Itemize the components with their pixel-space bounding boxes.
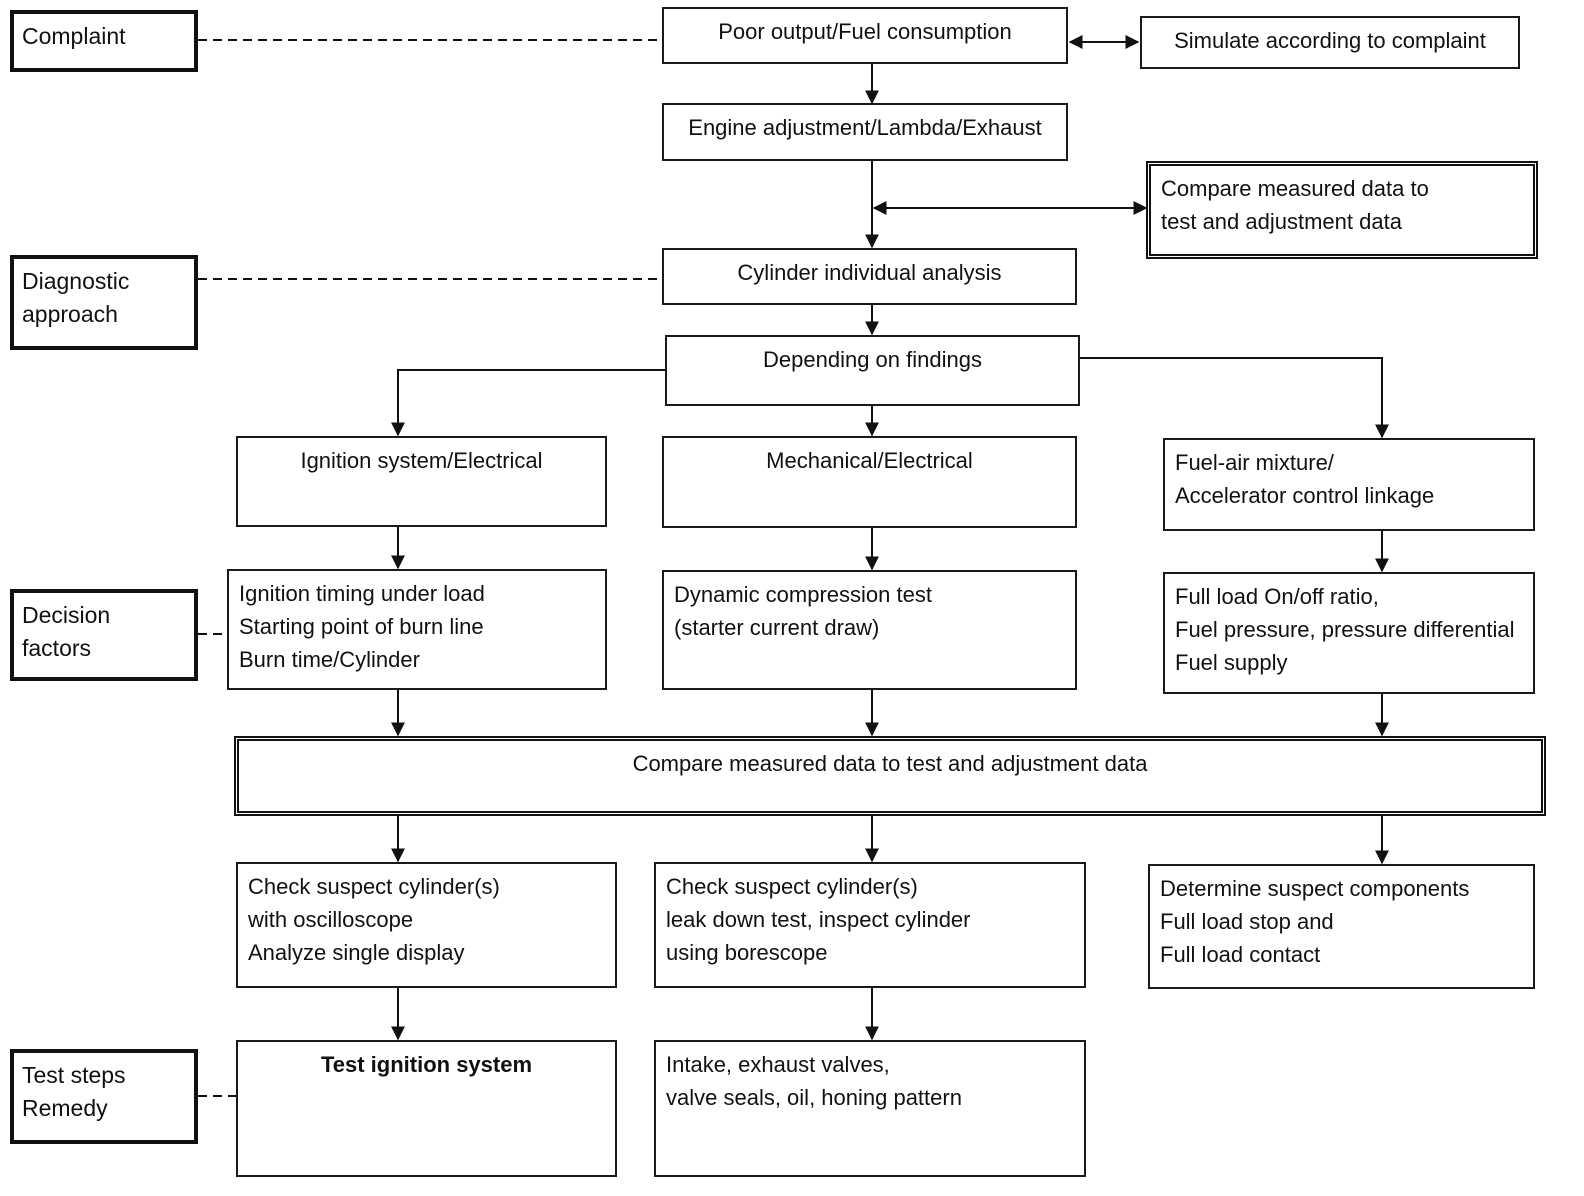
box-determine-components: Determine suspect components Full load s…	[1148, 864, 1535, 989]
box-fuel-air-mixture: Fuel-air mixture/ Accelerator control li…	[1163, 438, 1535, 531]
box-line: Full load contact	[1160, 942, 1321, 967]
label-line: Complaint	[22, 23, 126, 49]
box-line: Starting point of burn line	[239, 614, 484, 639]
box-line: Ignition timing under load	[239, 581, 485, 606]
box-depending-findings: Depending on findings	[665, 335, 1080, 406]
box-line: Dynamic compression test	[674, 582, 932, 607]
label-line: Remedy	[22, 1095, 108, 1121]
box-line: using borescope	[666, 940, 828, 965]
box-poor-output: Poor output/Fuel consumption	[662, 7, 1068, 64]
box-simulate-complaint: Simulate according to complaint	[1140, 16, 1520, 69]
label-diagnostic-approach: Diagnostic approach	[10, 255, 198, 350]
box-check-leakdown: Check suspect cylinder(s) leak down test…	[654, 862, 1086, 988]
label-line: Decision	[22, 602, 111, 628]
box-line: with oscilloscope	[248, 907, 414, 932]
box-line: Intake, exhaust valves,	[666, 1052, 890, 1077]
box-line: Full load stop and	[1160, 909, 1334, 934]
box-line: Engine adjustment/Lambda/Exhaust	[688, 115, 1042, 140]
box-line: Accelerator control linkage	[1175, 483, 1435, 508]
box-mechanical-electrical: Mechanical/Electrical	[662, 436, 1077, 528]
box-dynamic-compression: Dynamic compression test (starter curren…	[662, 570, 1077, 690]
box-line: (starter current draw)	[674, 615, 880, 640]
box-full-load-ratio: Full load On/off ratio, Fuel pressure, p…	[1163, 572, 1535, 694]
box-line: Compare measured data to test and adjust…	[632, 751, 1148, 776]
box-line: Mechanical/Electrical	[766, 448, 973, 473]
label-line: Diagnostic	[22, 268, 130, 294]
box-line: Check suspect cylinder(s)	[248, 874, 500, 899]
box-line: Check suspect cylinder(s)	[666, 874, 918, 899]
box-compare-measured-wide: Compare measured data to test and adjust…	[234, 736, 1546, 816]
box-line: Ignition system/Electrical	[300, 448, 543, 473]
box-line: Cylinder individual analysis	[737, 260, 1002, 285]
box-cylinder-analysis: Cylinder individual analysis	[662, 248, 1077, 305]
box-line: leak down test, inspect cylinder	[666, 907, 971, 932]
label-decision-factors: Decision factors	[10, 589, 198, 681]
box-line: Simulate according to complaint	[1174, 28, 1486, 53]
box-line: Determine suspect components	[1160, 876, 1470, 901]
label-complaint: Complaint	[10, 10, 198, 72]
box-line: Fuel-air mixture/	[1175, 450, 1334, 475]
box-check-oscilloscope: Check suspect cylinder(s) with oscillosc…	[236, 862, 617, 988]
box-line: Fuel supply	[1175, 650, 1288, 675]
box-ignition-timing: Ignition timing under load Starting poin…	[227, 569, 607, 690]
box-line: Depending on findings	[763, 347, 982, 372]
box-line: Test ignition system	[320, 1052, 533, 1077]
label-line: approach	[22, 301, 118, 327]
box-line: Fuel pressure, pressure differential	[1175, 617, 1515, 642]
box-line: valve seals, oil, honing pattern	[666, 1085, 962, 1110]
box-line: Compare measured data to	[1161, 176, 1429, 201]
box-engine-adjustment: Engine adjustment/Lambda/Exhaust	[662, 103, 1068, 161]
box-line: Analyze single display	[248, 940, 465, 965]
arrow-depending-fuel	[1078, 357, 1389, 439]
box-line: Burn time/Cylinder	[239, 647, 420, 672]
box-compare-measured-top: Compare measured data to test and adjust…	[1146, 161, 1538, 259]
label-line: Test steps	[22, 1062, 126, 1088]
box-line: Full load On/off ratio,	[1175, 584, 1379, 609]
label-line: factors	[22, 635, 92, 661]
label-test-steps-remedy: Test steps Remedy	[10, 1049, 198, 1144]
box-ignition-electrical: Ignition system/Electrical	[236, 436, 607, 527]
arrow-depending-ignition	[391, 369, 665, 437]
box-line: Poor output/Fuel consumption	[718, 19, 1012, 44]
box-intake-valves: Intake, exhaust valves, valve seals, oil…	[654, 1040, 1086, 1177]
box-line: test and adjustment data	[1161, 209, 1402, 234]
box-test-ignition: Test ignition system	[236, 1040, 617, 1177]
